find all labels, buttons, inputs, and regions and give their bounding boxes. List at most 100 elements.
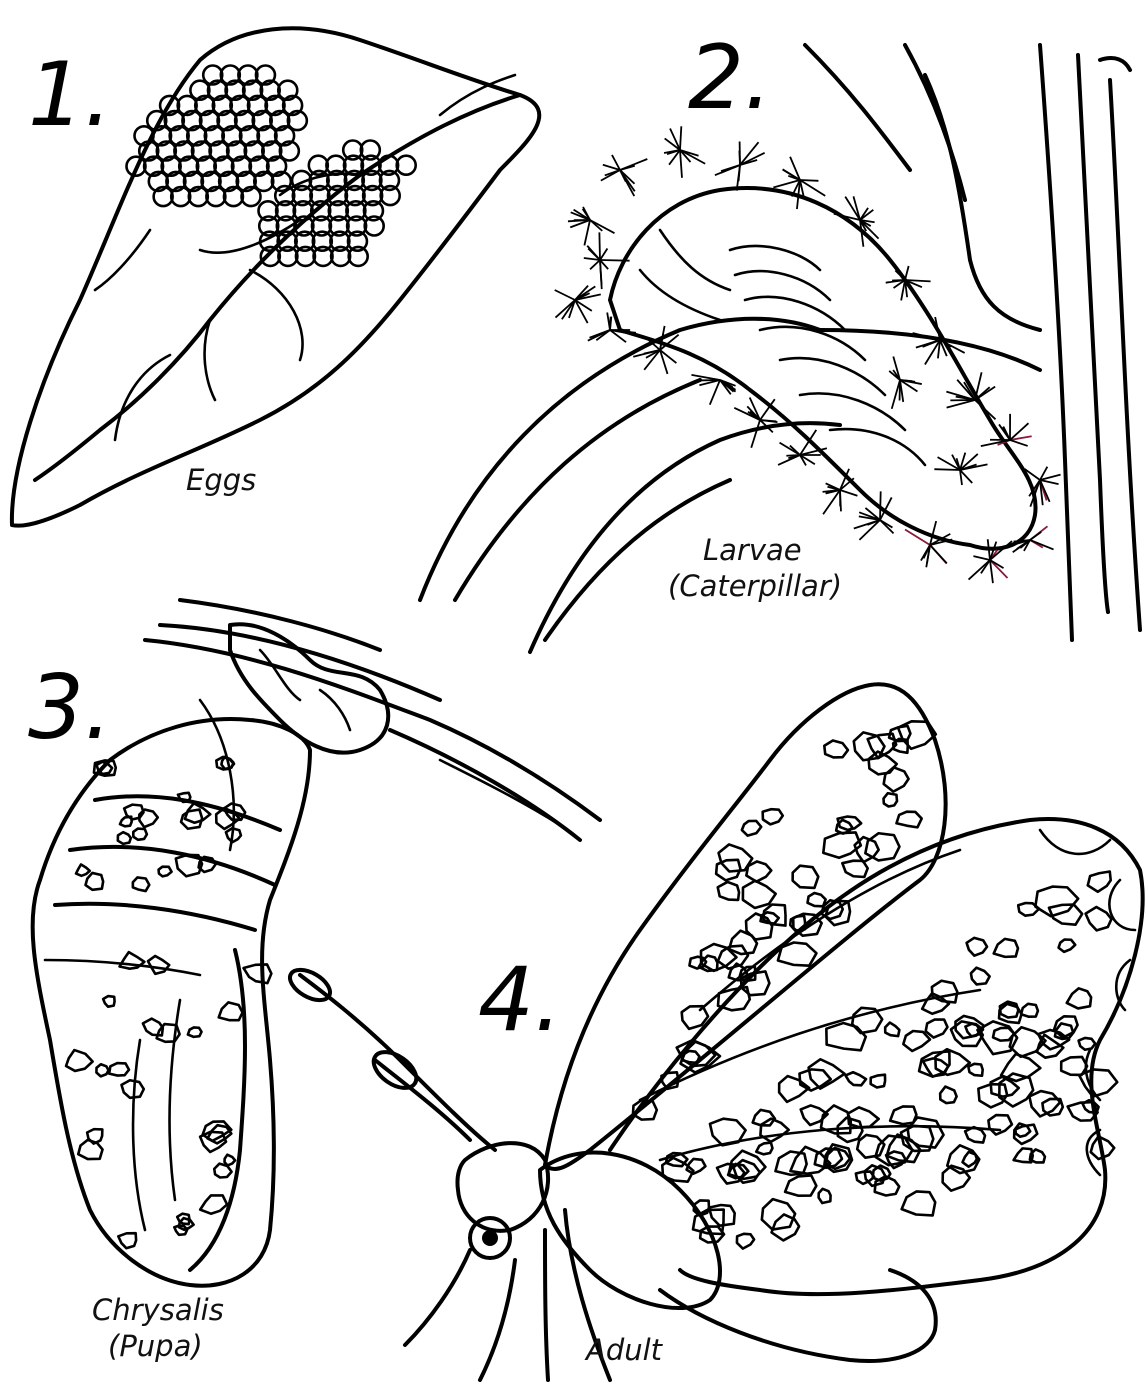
wing-spot — [903, 1031, 930, 1051]
egg-icon — [397, 156, 416, 175]
wing-spot — [785, 1175, 816, 1195]
stage-number: 3. — [28, 656, 112, 759]
chrysalis-spot — [159, 867, 172, 877]
stage-caption: Eggs — [186, 463, 256, 497]
bristle-mark — [934, 469, 960, 470]
wing-spot — [762, 1199, 795, 1229]
chrysalis-spot — [103, 996, 114, 1007]
bristle-mark — [1040, 480, 1059, 484]
wing-spot — [1088, 872, 1111, 892]
wing-spot — [968, 1064, 982, 1076]
chrysalis-spot — [118, 1233, 136, 1248]
wing-spot — [896, 812, 921, 828]
wing-spot — [746, 861, 771, 881]
bristle-mark — [892, 380, 900, 409]
wing-spot — [808, 893, 826, 906]
wing-spot — [710, 1119, 746, 1146]
wing-spot — [854, 732, 885, 760]
bristle-mark — [823, 490, 840, 492]
wing-spot — [1067, 988, 1091, 1008]
wing-spot — [963, 1152, 977, 1167]
bristle-mark — [740, 153, 765, 165]
chrysalis-spot — [225, 1155, 236, 1166]
wing-spot — [1079, 1038, 1096, 1050]
chrysalis-pattern-icon — [66, 757, 271, 1248]
wing-spot — [1042, 1099, 1062, 1116]
wing-spot — [852, 1008, 882, 1033]
wing-spot — [729, 931, 757, 954]
stage-caption: Larvae — [703, 533, 802, 567]
bristle-mark — [599, 232, 600, 260]
bristle-mark — [680, 150, 682, 178]
wing-spot — [778, 943, 817, 966]
wing-spot — [865, 833, 899, 860]
wing-spot — [908, 1117, 944, 1147]
bristle-mark — [1010, 440, 1028, 446]
wing-pattern-icon — [633, 721, 1117, 1248]
wing-spot — [902, 1191, 936, 1215]
bristle-mark — [600, 248, 607, 260]
chrysalis-spot — [120, 817, 132, 827]
wing-spot — [763, 809, 783, 824]
chrysalis-spot — [148, 956, 169, 974]
bristle-mark — [710, 380, 720, 405]
bristle-mark — [880, 491, 881, 520]
stage-number: 1. — [28, 43, 112, 146]
wing-spot — [709, 1205, 735, 1226]
wing-spot — [883, 793, 897, 806]
wing-spot — [819, 1189, 831, 1203]
bristle-mark — [930, 545, 947, 563]
wing-spot — [926, 1020, 948, 1038]
chrysalis-spot — [200, 1195, 227, 1213]
bristle-mark — [840, 490, 857, 496]
stage-number: 2. — [688, 26, 772, 129]
bristle-mark — [751, 420, 760, 448]
butterfly-icon — [285, 684, 1143, 1380]
bristle-mark — [988, 539, 990, 560]
bristle-mark — [555, 290, 575, 300]
wing-spot — [871, 1075, 885, 1088]
wing-spot — [1021, 1004, 1038, 1017]
bristle-mark — [840, 490, 841, 511]
wing-spot — [742, 821, 761, 836]
stage-caption: Adult — [584, 1333, 664, 1367]
wing-spot — [846, 1072, 867, 1085]
chrysalis-spot — [133, 877, 149, 891]
chrysalis-spot — [244, 964, 272, 983]
bristle-mark — [1030, 532, 1041, 540]
wing-spot — [756, 1143, 772, 1155]
bristle-mark — [969, 560, 990, 580]
stage-caption: (Caterpillar) — [668, 569, 842, 603]
bristle-mark — [600, 260, 602, 285]
stage-caption: (Pupa) — [108, 1329, 203, 1363]
wing-spot — [1086, 907, 1112, 930]
wing-spot — [779, 1076, 809, 1102]
wing-spot — [848, 1107, 879, 1127]
chrysalis-spot — [86, 873, 104, 890]
wing-spot — [1079, 1069, 1117, 1096]
wing-spot — [1035, 887, 1078, 917]
bristle-mark — [691, 375, 720, 380]
wing-spot — [1061, 1057, 1087, 1075]
chrysalis-spot — [133, 829, 147, 840]
bristle-mark — [721, 165, 740, 171]
egg-cluster-icon — [127, 66, 307, 207]
chrysalis-spot — [109, 1063, 129, 1075]
chrysalis-spot — [118, 832, 131, 844]
wing-spot — [799, 1069, 830, 1090]
wing-spot — [885, 1023, 899, 1037]
wing-spot — [718, 946, 748, 969]
stage-number: 4. — [478, 948, 562, 1051]
chrysalis-spot — [120, 952, 145, 969]
chrysalis-spot — [219, 1002, 243, 1020]
chrysalis-on-twig-icon — [33, 600, 600, 1286]
chrysalis-spot — [66, 1050, 93, 1071]
wing-spot — [971, 968, 990, 985]
wing-spot — [760, 1119, 788, 1142]
bristle-mark — [590, 220, 614, 233]
wing-spot — [967, 938, 987, 956]
wing-spot — [940, 1087, 956, 1104]
wing-spot — [793, 866, 819, 888]
wing-spot — [884, 767, 909, 791]
chrysalis-spot — [143, 1019, 163, 1036]
